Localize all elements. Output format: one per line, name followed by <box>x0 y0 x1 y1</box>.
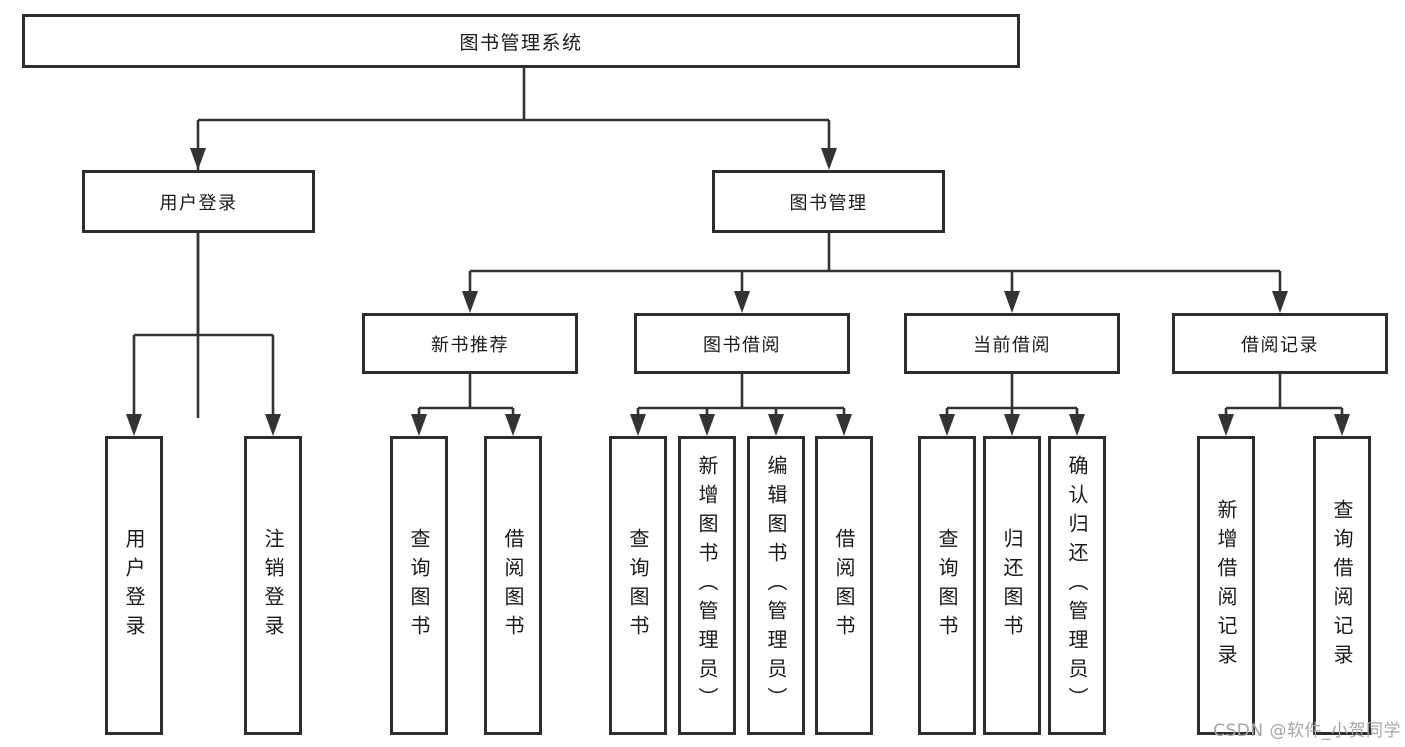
leaf-label: 新增借阅记录 <box>1214 498 1238 673</box>
leaf-newbook-query: 查询图书 <box>390 436 448 735</box>
arrow-down-icon <box>1272 291 1288 313</box>
arrow-down-icon <box>1004 414 1020 436</box>
leaf-current-return: 归还图书 <box>983 436 1041 735</box>
arrow-down-icon <box>462 291 478 313</box>
node-label: 当前借阅 <box>973 334 1051 356</box>
node-book-borrowing: 图书借阅 <box>634 313 850 374</box>
leaf-logout: 注销登录 <box>244 436 302 735</box>
leaf-current-confirm-admin: 确认归还（管理员） <box>1048 436 1106 735</box>
leaf-label: 借阅图书 <box>501 527 525 644</box>
node-root: 图书管理系统 <box>22 14 1020 68</box>
node-book-management: 图书管理 <box>712 170 945 233</box>
node-label: 图书管理 <box>789 192 868 214</box>
node-borrowing-records: 借阅记录 <box>1172 313 1388 374</box>
arrow-down-icon <box>821 148 837 170</box>
leaf-borrow-borrow: 借阅图书 <box>815 436 873 735</box>
arrow-down-icon <box>505 414 521 436</box>
leaf-label: 查询图书 <box>935 527 959 644</box>
leaf-borrow-add-admin: 新增图书（管理员） <box>678 436 736 735</box>
leaf-newbook-borrow: 借阅图书 <box>484 436 542 735</box>
arrow-down-icon <box>126 414 142 436</box>
node-label: 新书推荐 <box>431 334 509 356</box>
node-label: 用户登录 <box>159 192 238 214</box>
node-current-borrowing: 当前借阅 <box>904 313 1120 374</box>
leaf-user-login: 用户登录 <box>105 436 163 735</box>
leaf-record-query: 查询借阅记录 <box>1313 436 1371 735</box>
arrow-down-icon <box>630 414 646 436</box>
leaf-record-add: 新增借阅记录 <box>1197 436 1255 735</box>
connector-userlogin-to-leaves <box>132 233 275 418</box>
leaf-label: 借阅图书 <box>832 527 856 644</box>
connector-level3-to-leaves <box>417 374 1344 418</box>
node-new-book-recommend: 新书推荐 <box>362 313 578 374</box>
leaf-borrow-query: 查询图书 <box>609 436 667 735</box>
arrow-down-icon <box>265 414 281 436</box>
arrow-down-icon <box>699 414 715 436</box>
arrow-down-icon <box>1334 414 1350 436</box>
arrowhead-icons <box>126 148 1350 436</box>
leaf-label: 确认归还（管理员） <box>1065 455 1089 716</box>
arrow-down-icon <box>734 291 750 313</box>
leaf-label: 归还图书 <box>1000 527 1024 644</box>
arrow-down-icon <box>411 414 427 436</box>
leaf-label: 编辑图书（管理员） <box>764 455 788 716</box>
csdn-watermark: CSDN @软件_小贺同学 <box>1213 721 1401 741</box>
connector-root-to-level2 <box>196 68 831 418</box>
node-label: 图书借阅 <box>703 334 781 356</box>
arrow-down-icon <box>1069 414 1085 436</box>
leaf-label: 查询借阅记录 <box>1330 498 1354 673</box>
leaf-borrow-edit-admin: 编辑图书（管理员） <box>747 436 805 735</box>
leaf-label: 查询图书 <box>626 527 650 644</box>
arrow-down-icon <box>939 414 955 436</box>
leaf-label: 注销登录 <box>261 527 285 644</box>
connector-bookmgmt-to-level3 <box>468 233 1282 294</box>
arrow-down-icon <box>768 414 784 436</box>
leaf-label: 用户登录 <box>122 527 146 644</box>
arrow-down-icon <box>1218 414 1234 436</box>
leaf-label: 新增图书（管理员） <box>695 455 719 716</box>
node-label: 借阅记录 <box>1241 334 1319 356</box>
arrow-down-icon <box>836 414 852 436</box>
arrow-down-icon <box>190 148 206 170</box>
leaf-label: 查询图书 <box>407 527 431 644</box>
node-user-login: 用户登录 <box>82 170 315 233</box>
arrow-down-icon <box>1004 291 1020 313</box>
leaf-current-query: 查询图书 <box>918 436 976 735</box>
node-root-label: 图书管理系统 <box>459 31 583 54</box>
